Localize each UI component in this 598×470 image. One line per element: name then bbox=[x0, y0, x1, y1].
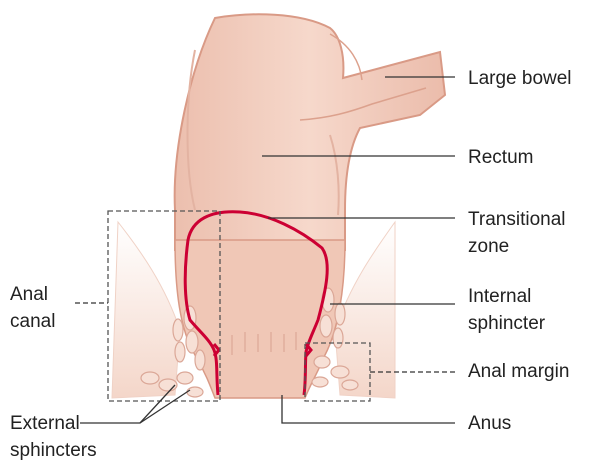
label-internal-line2: sphincter bbox=[468, 312, 545, 335]
left-pelvic-tissue bbox=[112, 222, 180, 398]
label-external-line1: External bbox=[10, 412, 80, 435]
label-rectum: Rectum bbox=[468, 146, 533, 169]
label-anus: Anus bbox=[468, 412, 511, 435]
label-large-bowel: Large bowel bbox=[468, 67, 572, 90]
label-external-line2: sphincters bbox=[10, 439, 97, 462]
label-anal-line2: canal bbox=[10, 310, 55, 333]
label-transitional-line2: zone bbox=[468, 235, 509, 258]
label-anal-line1: Anal bbox=[10, 283, 48, 306]
label-anal-margin: Anal margin bbox=[468, 360, 569, 383]
label-internal-line1: Internal bbox=[468, 285, 531, 308]
label-transitional-line1: Transitional bbox=[468, 208, 566, 231]
leader-anus bbox=[282, 395, 455, 423]
